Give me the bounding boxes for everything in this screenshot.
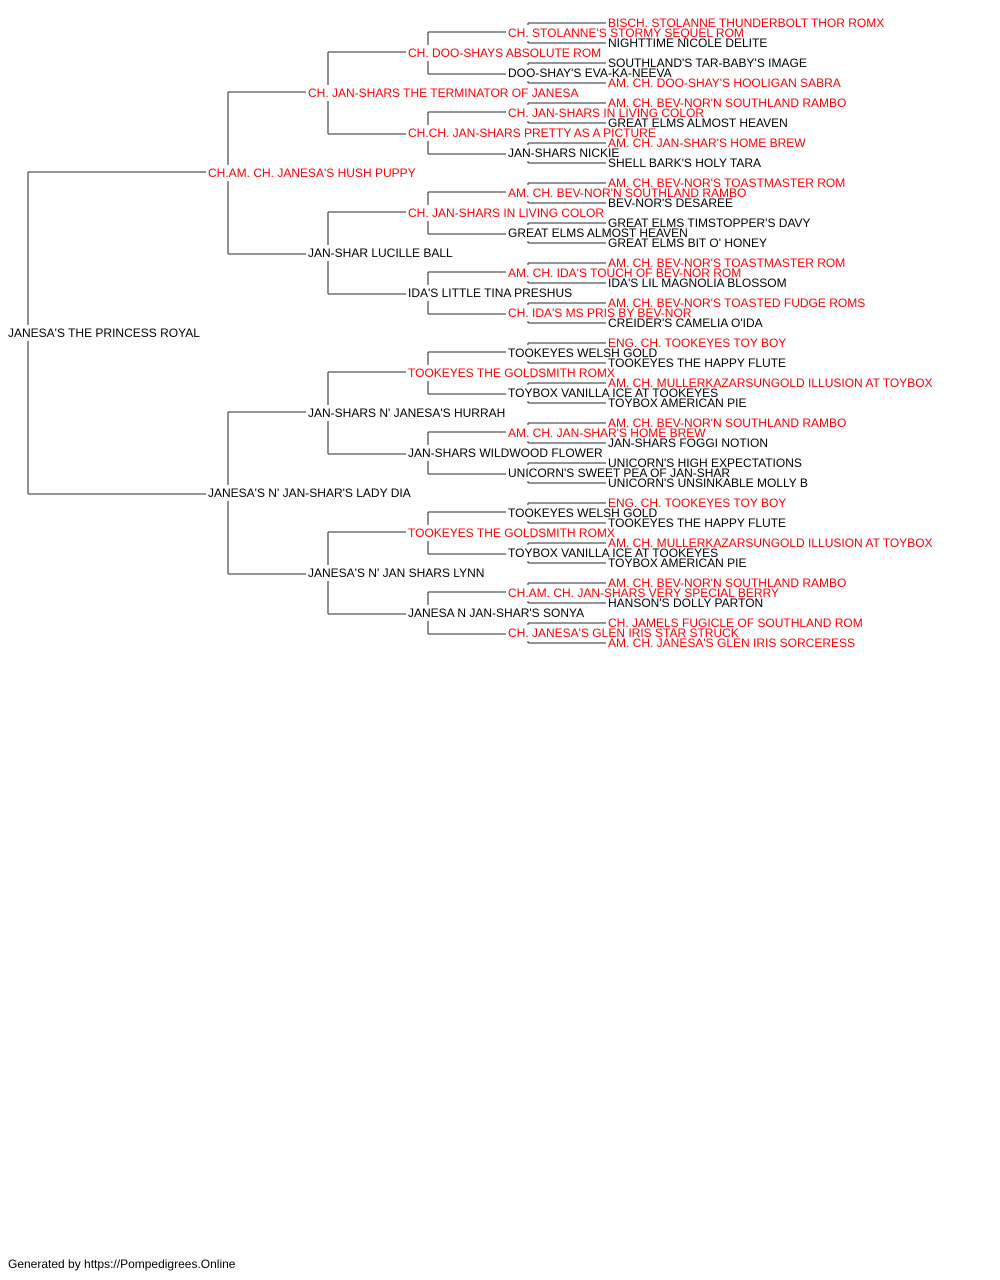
ancestor-name: TOOKEYES THE GOLDSMITH ROMX [408, 366, 615, 380]
ancestor-name: AM. CH. JAN-SHAR'S HOME BREW [508, 426, 706, 440]
ancestor-name: TOYBOX VANILLA ICE AT TOOKEYES [508, 546, 718, 560]
ancestor-name: ENG. CH. TOOKEYES TOY BOY [608, 336, 786, 350]
ancestor-name: TOOKEYES WELSH GOLD [508, 506, 657, 520]
ancestor-name: JAN-SHARS FOGGI NOTION [608, 436, 768, 450]
ancestor-name: CH.AM. CH. JANESA'S HUSH PUPPY [208, 166, 416, 180]
ancestor-name: TOOKEYES THE HAPPY FLUTE [608, 356, 786, 370]
ancestor-name: GREAT ELMS ALMOST HEAVEN [608, 116, 788, 130]
ancestor-name: CH. JAN-SHARS THE TERMINATOR OF JANESA [308, 86, 578, 100]
ancestor-name: JANESA'S N' JAN SHARS LYNN [308, 566, 484, 580]
ancestor-name: JANESA'S N' JAN-SHAR'S LADY DIA [208, 486, 411, 500]
ancestor-name: IDA'S LITTLE TINA PRESHUS [408, 286, 572, 300]
ancestor-name: IDA'S LIL MAGNOLIA BLOSSOM [608, 276, 787, 290]
ancestor-name: SHELL BARK'S HOLY TARA [608, 156, 761, 170]
ancestor-name: ENG. CH. TOOKEYES TOY BOY [608, 496, 786, 510]
ancestor-name: JAN-SHARS WILDWOOD FLOWER [408, 446, 603, 460]
ancestor-name: AM. CH. BEV-NOR'S TOASTMASTER ROM [608, 256, 845, 270]
ancestor-name: AM. CH. BEV-NOR'N SOUTHLAND RAMBO [608, 416, 846, 430]
ancestor-name: JAN-SHAR LUCILLE BALL [308, 246, 453, 260]
ancestor-name: AM. CH. JAN-SHAR'S HOME BREW [608, 136, 806, 150]
ancestor-name: TOYBOX AMERICAN PIE [608, 556, 746, 570]
ancestor-name: TOYBOX AMERICAN PIE [608, 396, 746, 410]
ancestor-name: CH. IDA'S MS PRIS BY BEV-NOR [508, 306, 692, 320]
ancestor-name: AM. CH. MULLERKAZARSUNGOLD ILLUSION AT T… [608, 536, 933, 550]
ancestor-name: AM. CH. BEV-NOR'S TOASTED FUDGE ROMS [608, 296, 865, 310]
ancestor-name: UNICORN'S SWEET PEA OF JAN-SHAR [508, 466, 730, 480]
ancestor-name: NIGHTTIME NICOLE DELITE [608, 36, 767, 50]
ancestor-name: CH. JAN-SHARS IN LIVING COLOR [408, 206, 604, 220]
ancestor-name: TOOKEYES THE GOLDSMITH ROMX [408, 526, 615, 540]
ancestor-name: HANSON'S DOLLY PARTON [608, 596, 763, 610]
ancestor-name: DOO-SHAY'S EVA-KA-NEEVA [508, 66, 672, 80]
generated-by-footer: Generated by https://Pompedigrees.Online [8, 1257, 236, 1271]
ancestor-name: TOYBOX VANILLA ICE AT TOOKEYES [508, 386, 718, 400]
ancestor-name: BEV-NOR'S DESAREE [608, 196, 733, 210]
ancestor-name: TOOKEYES WELSH GOLD [508, 346, 657, 360]
ancestor-name: UNICORN'S HIGH EXPECTATIONS [608, 456, 802, 470]
ancestor-name: CH. JANESA'S GLEN IRIS STAR STRUCK [508, 626, 739, 640]
ancestor-name: AM. CH. BEV-NOR'N SOUTHLAND RAMBO [608, 96, 846, 110]
ancestor-name: AM. CH. JANESA'S GLEN IRIS SORCERESS [608, 636, 855, 650]
ancestor-name: AM. CH. BEV-NOR'N SOUTHLAND RAMBO [508, 186, 746, 200]
ancestor-name: AM. CH. MULLERKAZARSUNGOLD ILLUSION AT T… [608, 376, 933, 390]
ancestor-name: AM. CH. BEV-NOR'N SOUTHLAND RAMBO [608, 576, 846, 590]
ancestor-name: AM. CH. DOO-SHAY'S HOOLIGAN SABRA [608, 76, 841, 90]
ancestor-name: SOUTHLAND'S TAR-BABY'S IMAGE [608, 56, 807, 70]
ancestor-name: AM. CH. IDA'S TOUCH OF BEV-NOR ROM [508, 266, 741, 280]
ancestor-name: CH. JAN-SHARS IN LIVING COLOR [508, 106, 704, 120]
ancestor-name: GREAT ELMS ALMOST HEAVEN [508, 226, 688, 240]
ancestor-name: GREAT ELMS TIMSTOPPER'S DAVY [608, 216, 811, 230]
ancestor-name: CH. DOO-SHAYS ABSOLUTE ROM [408, 46, 601, 60]
ancestor-name: GREAT ELMS BIT O' HONEY [608, 236, 767, 250]
ancestor-name: CH.AM. CH. JAN-SHARS VERY SPECIAL BERRY [508, 586, 779, 600]
ancestor-name: TOOKEYES THE HAPPY FLUTE [608, 516, 786, 530]
ancestor-name: JAN-SHARS NICKIE [508, 146, 619, 160]
subject-name: JANESA'S THE PRINCESS ROYAL [8, 326, 200, 340]
ancestor-name: BISCH. STOLANNE THUNDERBOLT THOR ROMX [608, 16, 884, 30]
ancestor-name: CREIDER'S CAMELIA O'IDA [608, 316, 763, 330]
ancestor-name: CH.CH. JAN-SHARS PRETTY AS A PICTURE [408, 126, 656, 140]
ancestor-name: AM. CH. BEV-NOR'S TOASTMASTER ROM [608, 176, 845, 190]
ancestor-name: CH. JAMELS FUGICLE OF SOUTHLAND ROM [608, 616, 863, 630]
ancestor-name: CH. STOLANNE'S STORMY SEQUEL ROM [508, 26, 744, 40]
ancestor-name: JANESA N JAN-SHAR'S SONYA [408, 606, 584, 620]
ancestor-name: JAN-SHARS N' JANESA'S HURRAH [308, 406, 505, 420]
ancestor-name: UNICORN'S UNSINKABLE MOLLY B [608, 476, 808, 490]
